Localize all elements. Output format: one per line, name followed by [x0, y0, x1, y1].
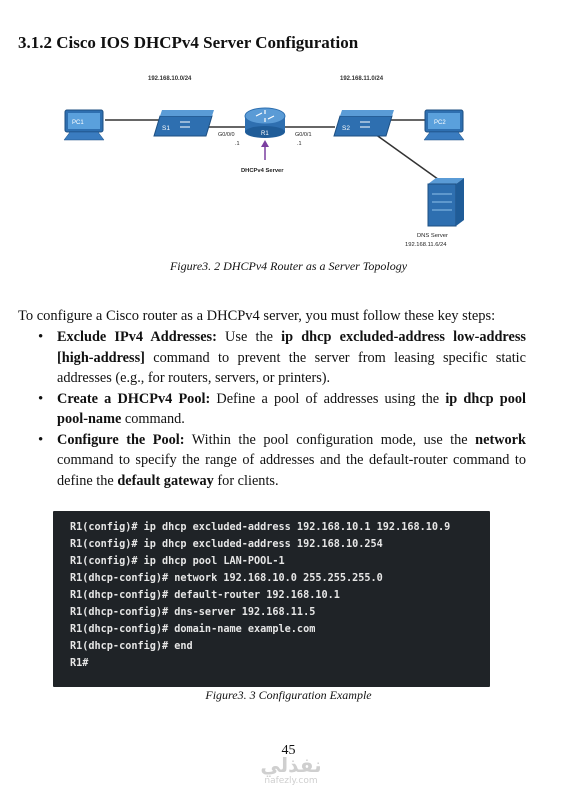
network-topology-diagram: 192.168.10.0/24 192.168.11.0/24 PC1 S1 R…	[63, 76, 465, 248]
watermark-logo: نفذلي nafezly.com	[256, 754, 326, 786]
r1-right-interface: G0/0/1	[295, 132, 312, 138]
step-command: ip dhcp excluded-address low-address [hi…	[57, 329, 526, 366]
step-create-pool: Create a DHCPv4 Pool: Define a pool of a…	[38, 389, 526, 430]
code-line: R1(dhcp-config)# default-router 192.168.…	[70, 590, 340, 601]
code-line: R1(dhcp-config)# network 192.168.10.0 25…	[70, 573, 383, 584]
pc2-icon: PC2	[423, 109, 465, 141]
r1-label: R1	[261, 131, 269, 137]
page-number: 45	[281, 743, 296, 758]
intro-paragraph: To configure a Cisco router as a DHCPv4 …	[18, 308, 496, 324]
watermark-arabic: نفذلي	[260, 753, 322, 777]
step-command: network	[475, 431, 526, 448]
code-line: R1(config)# ip dhcp excluded-address 192…	[70, 522, 451, 533]
step-text: command.	[121, 411, 185, 427]
switch-s1-icon: S1	[153, 110, 214, 137]
pc1-icon: PC1	[63, 109, 105, 141]
dns-server-label: DNS Server	[417, 233, 448, 239]
step-text: Define a pool of addresses using the	[210, 390, 446, 407]
watermark-url: nafezly.com	[264, 776, 318, 786]
router-r1-icon: R1	[244, 107, 286, 138]
step-text: Within the pool configuration mode, use …	[184, 431, 476, 448]
step-title: Configure the Pool:	[57, 431, 185, 448]
code-line: R1(config)# ip dhcp pool LAN-POOL-1	[70, 556, 285, 567]
pc2-label: PC2	[434, 120, 446, 126]
switch-s2-icon: S2	[333, 110, 394, 137]
figure-caption-config: Figure3. 3 Configuration Example	[205, 688, 372, 702]
code-line: R1(config)# ip dhcp excluded-address 192…	[70, 539, 383, 550]
step-text: command to specify the range of addresse…	[57, 452, 526, 489]
link-s2-dns	[374, 133, 443, 183]
s2-label: S2	[342, 125, 350, 132]
r1-right-ip: .1	[297, 141, 302, 147]
steps-list: Exclude IPv4 Addresses: Use the ip dhcp …	[38, 327, 526, 491]
cli-code-block: R1(config)# ip dhcp excluded-address 192…	[53, 511, 490, 687]
code-line: R1(dhcp-config)# dns-server 192.168.11.5	[70, 607, 316, 618]
step-text: Use the	[216, 329, 282, 345]
dhcp-arrow	[261, 140, 269, 160]
code-line: R1#	[70, 658, 89, 669]
step-exclude-addresses: Exclude IPv4 Addresses: Use the ip dhcp …	[38, 327, 526, 389]
r1-left-ip: .1	[235, 141, 240, 147]
step-title: Create a DHCPv4 Pool:	[57, 390, 211, 407]
pc1-label: PC1	[72, 120, 84, 126]
step-keyword: default gateway	[117, 472, 214, 489]
subnet-right-label: 192.168.11.0/24	[340, 76, 384, 82]
code-line: R1(dhcp-config)# end	[70, 641, 193, 652]
section-heading: 3.1.2 Cisco IOS DHCPv4 Server Configurat…	[18, 33, 359, 52]
dns-server-icon	[427, 178, 464, 227]
step-title: Exclude IPv4 Addresses:	[57, 329, 217, 345]
subnet-left-label: 192.168.10.0/24	[148, 76, 192, 82]
step-configure-pool: Configure the Pool: Within the pool conf…	[38, 430, 526, 492]
figure-caption-topology: Figure3. 2 DHCPv4 Router as a Server Top…	[169, 259, 408, 273]
r1-left-interface: G0/0/0	[218, 132, 235, 138]
step-command: ip dhcp pool pool-name	[57, 390, 526, 428]
step-text: for clients.	[213, 472, 279, 489]
step-text: command to prevent the server from leasi…	[57, 349, 526, 387]
dhcp-server-label: DHCPv4 Server	[241, 168, 284, 174]
dns-server-ip: 192.168.11.6/24	[405, 242, 447, 248]
s1-label: S1	[162, 125, 170, 132]
code-line: R1(dhcp-config)# domain-name example.com	[70, 624, 316, 635]
